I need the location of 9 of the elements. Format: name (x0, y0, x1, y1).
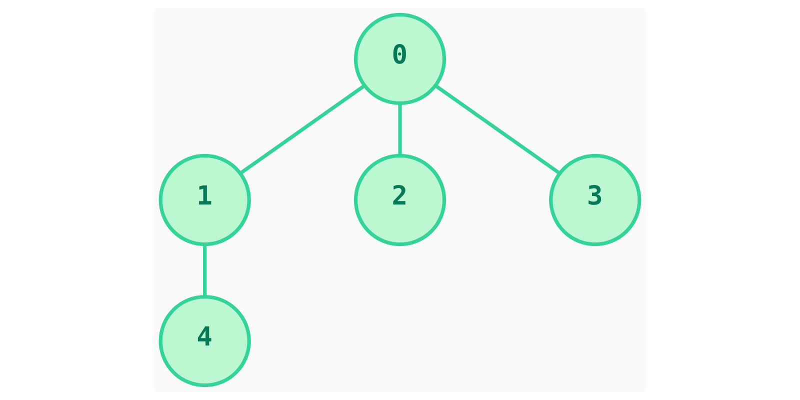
node-circle: 4 (158, 294, 251, 388)
connector (398, 103, 402, 156)
node-circle: 3 (549, 154, 642, 246)
node-circle: 0 (354, 12, 446, 106)
connector (203, 244, 207, 297)
node-circle: 2 (354, 154, 446, 246)
connector (434, 84, 561, 175)
connector (239, 84, 366, 175)
node-circle: 1 (158, 154, 251, 246)
